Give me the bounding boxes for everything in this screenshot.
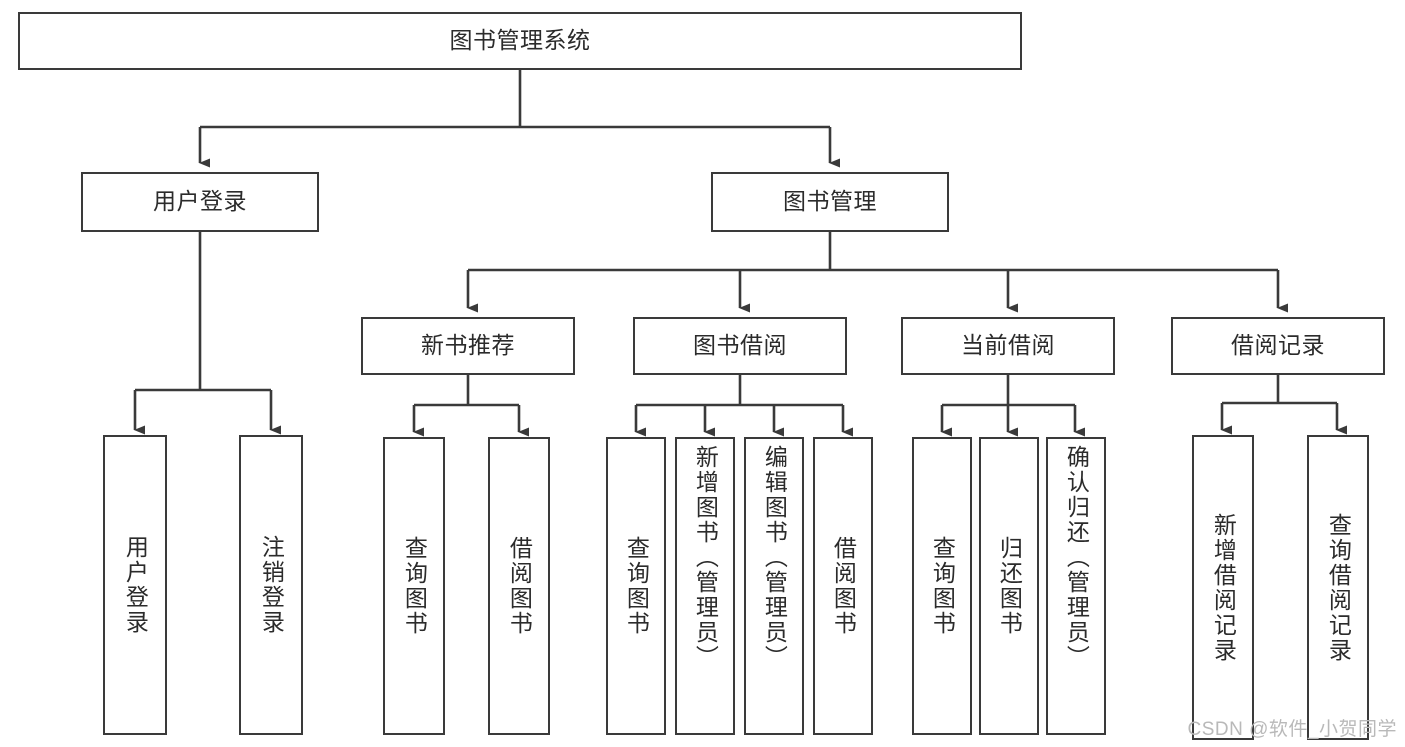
leaf-edit-book[interactable]: 编辑图书（管理员）: [744, 437, 804, 735]
node-label: 图书管理系统: [449, 27, 591, 54]
connectors-root: [198, 70, 840, 168]
node-root-book-management-system[interactable]: 图书管理系统: [18, 12, 1022, 70]
node-label: 查询图书: [623, 536, 650, 636]
watermark-text: CSDN @软件_小贺同学: [1187, 719, 1397, 740]
node-label: 当前借阅: [961, 332, 1055, 359]
node-label: 查询图书: [929, 536, 956, 636]
leaf-query-book-current[interactable]: 查询图书: [912, 437, 972, 735]
connectors-new-book-recommend: [412, 375, 529, 437]
connectors-book-management: [466, 232, 1288, 313]
node-label: 新书推荐: [421, 332, 515, 359]
node-label: 编辑图书（管理员）: [761, 445, 788, 670]
leaf-add-borrow-record[interactable]: 新增借阅记录: [1192, 435, 1254, 740]
node-user-login[interactable]: 用户登录: [81, 172, 319, 232]
node-label: 借阅记录: [1231, 332, 1325, 359]
leaf-confirm-return[interactable]: 确认归还（管理员）: [1046, 437, 1106, 735]
node-label: 用户登录: [153, 188, 247, 215]
leaf-query-book-borrow[interactable]: 查询图书: [606, 437, 666, 735]
node-current-borrow[interactable]: 当前借阅: [901, 317, 1115, 375]
node-book-management[interactable]: 图书管理: [711, 172, 949, 232]
node-new-book-recommend[interactable]: 新书推荐: [361, 317, 575, 375]
leaf-borrow-book[interactable]: 借阅图书: [813, 437, 873, 735]
node-label: 查询借阅记录: [1325, 512, 1352, 663]
connectors-current-borrow: [940, 375, 1085, 437]
node-label: 用户登录: [122, 535, 149, 635]
connectors-borrow-record: [1220, 375, 1347, 435]
node-label: 图书管理: [783, 188, 877, 215]
node-book-borrow[interactable]: 图书借阅: [633, 317, 847, 375]
node-label: 借阅图书: [830, 536, 857, 636]
leaf-borrow-book-recommend[interactable]: 借阅图书: [488, 437, 550, 735]
node-label: 图书借阅: [693, 332, 787, 359]
node-label: 新增图书（管理员）: [692, 445, 719, 670]
node-label: 确认归还（管理员）: [1063, 445, 1090, 670]
node-label: 新增借阅记录: [1210, 512, 1237, 663]
leaf-user-login[interactable]: 用户登录: [103, 435, 167, 735]
leaf-query-book-recommend[interactable]: 查询图书: [383, 437, 445, 735]
node-label: 查询图书: [401, 536, 428, 636]
node-label: 借阅图书: [506, 536, 533, 636]
connectors-user-login: [133, 232, 281, 435]
node-borrow-record[interactable]: 借阅记录: [1171, 317, 1385, 375]
leaf-query-borrow-record[interactable]: 查询借阅记录: [1307, 435, 1369, 740]
leaf-add-book[interactable]: 新增图书（管理员）: [675, 437, 735, 735]
node-label: 注销登录: [258, 535, 285, 635]
leaf-logout-login[interactable]: 注销登录: [239, 435, 303, 735]
node-label: 归还图书: [996, 536, 1023, 636]
connectors-book-borrow: [634, 375, 853, 437]
leaf-return-book[interactable]: 归还图书: [979, 437, 1039, 735]
